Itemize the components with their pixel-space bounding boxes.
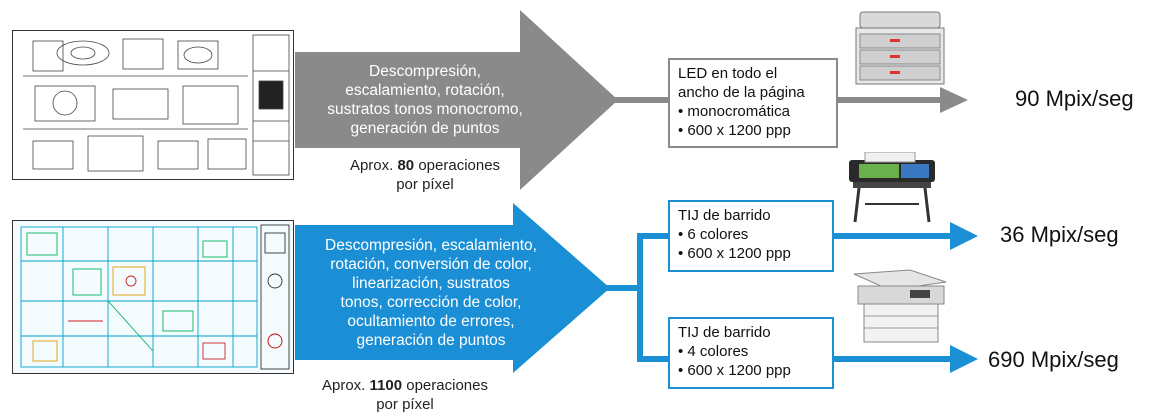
top-process-text: Descompresión, escalamiento, rotación, s…: [327, 63, 523, 137]
large-format-printer-icon: [850, 268, 950, 346]
middle-printer-spec-box: TIJ de barrido • 6 colores • 600 x 1200 …: [668, 200, 834, 272]
bottom-printer-spec-box: TIJ de barrido • 4 colores • 600 x 1200 …: [668, 317, 834, 389]
middle-speed-label: 36 Mpix/seg: [1000, 222, 1119, 247]
top-process-arrow: [295, 10, 618, 190]
bottom-ops-label: Aprox. 1100 operaciones por píxel: [322, 377, 488, 413]
bottom-process-text: Descompresión, escalamiento, rotación, c…: [325, 237, 537, 349]
top-ops-label: Aprox. 80 operaciones por píxel: [349, 157, 501, 193]
top-speed-label: 90 Mpix/seg: [1015, 86, 1134, 111]
blue-upper-arrowhead: [950, 222, 978, 250]
top-printer-spec-box: LED en todo el ancho de la página • mono…: [668, 58, 838, 148]
bottom-process-arrow: [295, 203, 610, 373]
bottom-speed-label: 690 Mpix/seg: [988, 347, 1119, 372]
inkjet-printer-icon: [845, 151, 940, 224]
led-printer-icon: [850, 10, 950, 90]
cad-drawing-mono: [12, 30, 294, 180]
blue-lower-arrowhead: [950, 345, 978, 373]
top-output-arrowhead: [940, 87, 968, 113]
cad-drawing-color: [12, 220, 294, 374]
